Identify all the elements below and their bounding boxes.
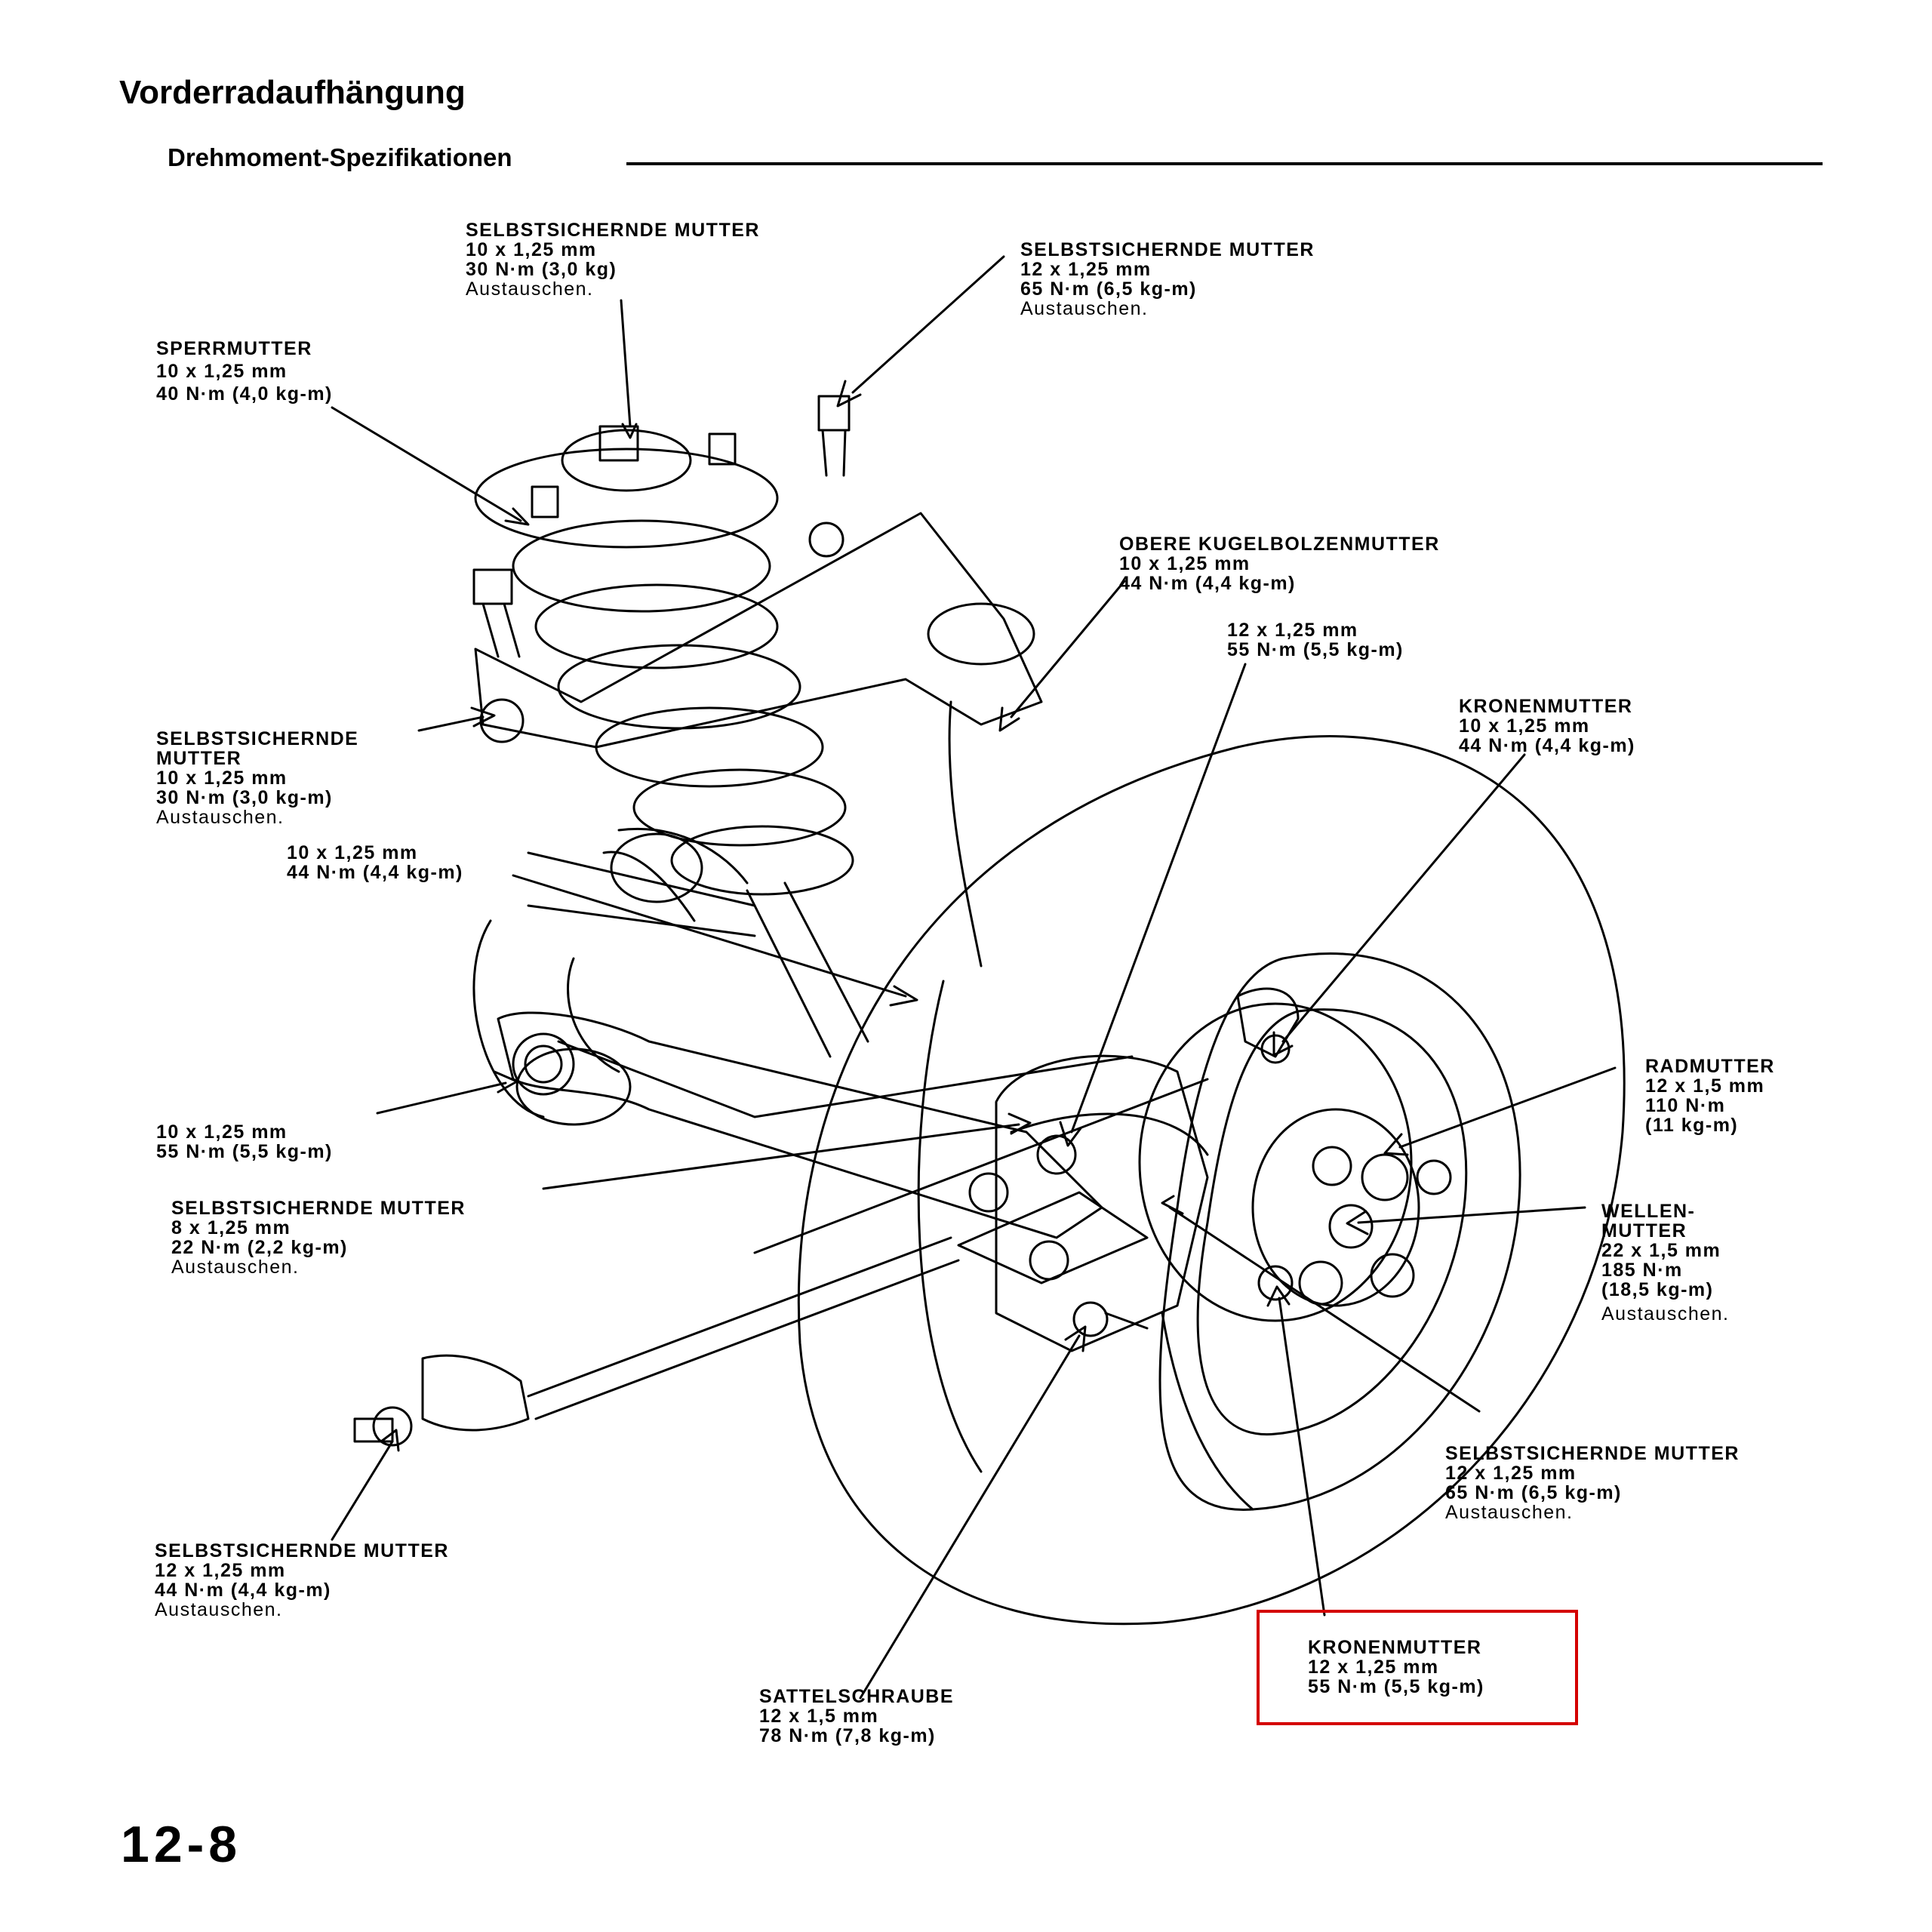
label-top-nut-1-note: Austauschen. [466,278,594,300]
label-top-nut-2-note: Austauschen. [1020,298,1149,319]
label-lock-nut-line-3: 40 N·m (4,0 kg-m) [156,383,333,405]
label-small-nut-line-3: 22 N·m (2,2 kg-m) [171,1237,348,1258]
label-stabilizer-nut-line-3: 44 N·m (4,4 kg-m) [155,1580,331,1601]
highlight-box [1257,1610,1578,1725]
label-shaft-nut-line-5: (18,5 kg-m) [1601,1279,1714,1300]
label-small-nut: SELBSTSICHERNDE MUTTER 8 x 1,25 mm 22 N·… [171,1198,466,1277]
label-arm-nut-note: Austauschen. [156,807,285,828]
section-rule [626,162,1823,165]
label-castle-nut-2: KRONENMUTTER 12 x 1,25 mm 55 N·m (5,5 kg… [1308,1638,1484,1697]
label-arm-nut: SELBSTSICHERNDE MUTTER 10 x 1,25 mm 30 N… [156,729,358,827]
label-bolt-44-line-2: 44 N·m (4,4 kg-m) [287,862,463,883]
label-castle-nut-2-line-2: 12 x 1,25 mm [1308,1657,1439,1678]
label-upper-ball-joint-line-2: 10 x 1,25 mm [1119,553,1251,574]
label-caliper-bolt-line-1: SATTELSCHRAUBE [759,1686,955,1707]
label-shaft-nut-line-1: WELLEN- [1601,1201,1696,1222]
label-castle-nut-2-line-1: KRONENMUTTER [1308,1637,1482,1658]
label-lock-nut: SPERRMUTTER 10 x 1,25 mm 40 N·m (4,0 kg-… [156,337,333,405]
hub-drawing [1138,1002,1452,1322]
label-top-nut-1-line-1: SELBSTSICHERNDE MUTTER [466,220,760,241]
label-top-nut-2: SELBSTSICHERNDE MUTTER 12 x 1,25 mm 65 N… [1020,240,1315,318]
label-top-nut-2-line-3: 65 N·m (6,5 kg-m) [1020,278,1197,300]
label-top-nut-1-line-3: 30 N·m (3,0 kg) [466,259,617,280]
label-upper-ball-joint-line-1: OBERE KUGELBOLZENMUTTER [1119,534,1440,555]
label-knuckle-nut-note: Austauschen. [1445,1502,1574,1523]
label-stabilizer-nut-note: Austauschen. [155,1599,283,1620]
label-bolt-55-lower-line-2: 55 N·m (5,5 kg-m) [156,1141,333,1162]
label-castle-nut-1-line-1: KRONENMUTTER [1459,696,1633,717]
label-top-nut-2-line-1: SELBSTSICHERNDE MUTTER [1020,239,1315,260]
label-lock-nut-line-2: 10 x 1,25 mm [156,361,288,382]
label-wheel-nut-line-1: RADMUTTER [1645,1056,1775,1077]
label-castle-nut-1: KRONENMUTTER 10 x 1,25 mm 44 N·m (4,4 kg… [1459,697,1635,755]
label-small-nut-line-2: 8 x 1,25 mm [171,1217,291,1238]
page-number: 12-8 [121,1816,242,1873]
label-shaft-nut-line-3: 22 x 1,5 mm [1601,1240,1721,1261]
label-arm-nut-line-4: 30 N·m (3,0 kg-m) [156,787,333,808]
label-bolt-55-upper-line-2: 55 N·m (5,5 kg-m) [1227,639,1404,660]
label-upper-ball-joint-line-3: 44 N·m (4,4 kg-m) [1119,573,1296,594]
section-subtitle: Drehmoment-Spezifikationen [168,143,512,171]
knuckle-drawing [995,987,1300,1352]
label-small-nut-line-1: SELBSTSICHERNDE MUTTER [171,1198,466,1219]
label-wheel-nut-line-2: 12 x 1,5 mm [1645,1075,1765,1097]
label-shaft-nut: WELLEN- MUTTER 22 x 1,5 mm 185 N·m (18,5… [1601,1201,1730,1324]
label-shaft-nut-line-2: MUTTER [1601,1220,1687,1241]
label-shaft-nut-note: Austauschen. [1601,1303,1730,1324]
label-stabilizer-nut-line-1: SELBSTSICHERNDE MUTTER [155,1540,449,1561]
label-bolt-55-lower: 10 x 1,25 mm 55 N·m (5,5 kg-m) [156,1122,333,1161]
label-bolt-44: 10 x 1,25 mm 44 N·m (4,4 kg-m) [287,843,463,882]
label-caliper-bolt-line-2: 12 x 1,5 mm [759,1706,879,1727]
label-top-nut-2-line-2: 12 x 1,25 mm [1020,259,1152,280]
label-bolt-55-lower-line-1: 10 x 1,25 mm [156,1121,288,1143]
label-caliper-bolt-line-3: 78 N·m (7,8 kg-m) [759,1725,936,1746]
label-upper-ball-joint: OBERE KUGELBOLZENMUTTER 10 x 1,25 mm 44 … [1119,534,1440,593]
label-top-nut-1: SELBSTSICHERNDE MUTTER 10 x 1,25 mm 30 N… [466,220,760,299]
label-lock-nut-line-1: SPERRMUTTER [156,338,312,359]
wheel-drawing [797,735,1626,1626]
label-stabilizer-nut: SELBSTSICHERNDE MUTTER 12 x 1,25 mm 44 N… [155,1541,449,1620]
label-castle-nut-1-line-3: 44 N·m (4,4 kg-m) [1459,735,1635,756]
label-caliper-bolt: SATTELSCHRAUBE 12 x 1,5 mm 78 N·m (7,8 k… [759,1687,954,1746]
leader-lines [331,255,1617,1700]
label-wheel-nut-line-3: 110 N·m [1645,1095,1726,1116]
label-shaft-nut-line-4: 185 N·m [1601,1260,1683,1281]
label-castle-nut-1-line-2: 10 x 1,25 mm [1459,715,1590,737]
label-arm-nut-line-3: 10 x 1,25 mm [156,768,288,789]
label-arm-nut-line-2: MUTTER [156,748,242,769]
label-stabilizer-nut-line-2: 12 x 1,25 mm [155,1560,286,1581]
rear-mount-drawing [472,919,632,1126]
label-knuckle-nut-line-3: 65 N·m (6,5 kg-m) [1445,1482,1622,1503]
label-small-nut-note: Austauschen. [171,1257,300,1278]
label-castle-nut-2-line-3: 55 N·m (5,5 kg-m) [1308,1676,1484,1697]
lower-arm-drawing [353,1011,1209,1447]
label-bolt-55-upper: 12 x 1,25 mm 55 N·m (5,5 kg-m) [1227,620,1404,660]
driveshaft-drawing [527,828,1134,1118]
strut-drawing [472,395,869,1058]
label-bolt-55-upper-line-1: 12 x 1,25 mm [1227,620,1358,641]
label-wheel-nut: RADMUTTER 12 x 1,5 mm 110 N·m (11 kg-m) [1645,1057,1775,1135]
page-title: Vorderradaufhängung [119,74,466,111]
upper-arm-drawing [474,512,1043,968]
label-arm-nut-line-1: SELBSTSICHERNDE [156,728,359,749]
label-bolt-44-line-1: 10 x 1,25 mm [287,842,418,863]
label-wheel-nut-line-4: (11 kg-m) [1645,1115,1739,1136]
label-knuckle-nut-line-2: 12 x 1,25 mm [1445,1463,1577,1484]
label-knuckle-nut: SELBSTSICHERNDE MUTTER 12 x 1,25 mm 65 N… [1445,1444,1740,1522]
label-top-nut-1-line-2: 10 x 1,25 mm [466,239,597,260]
label-knuckle-nut-line-1: SELBSTSICHERNDE MUTTER [1445,1443,1740,1464]
